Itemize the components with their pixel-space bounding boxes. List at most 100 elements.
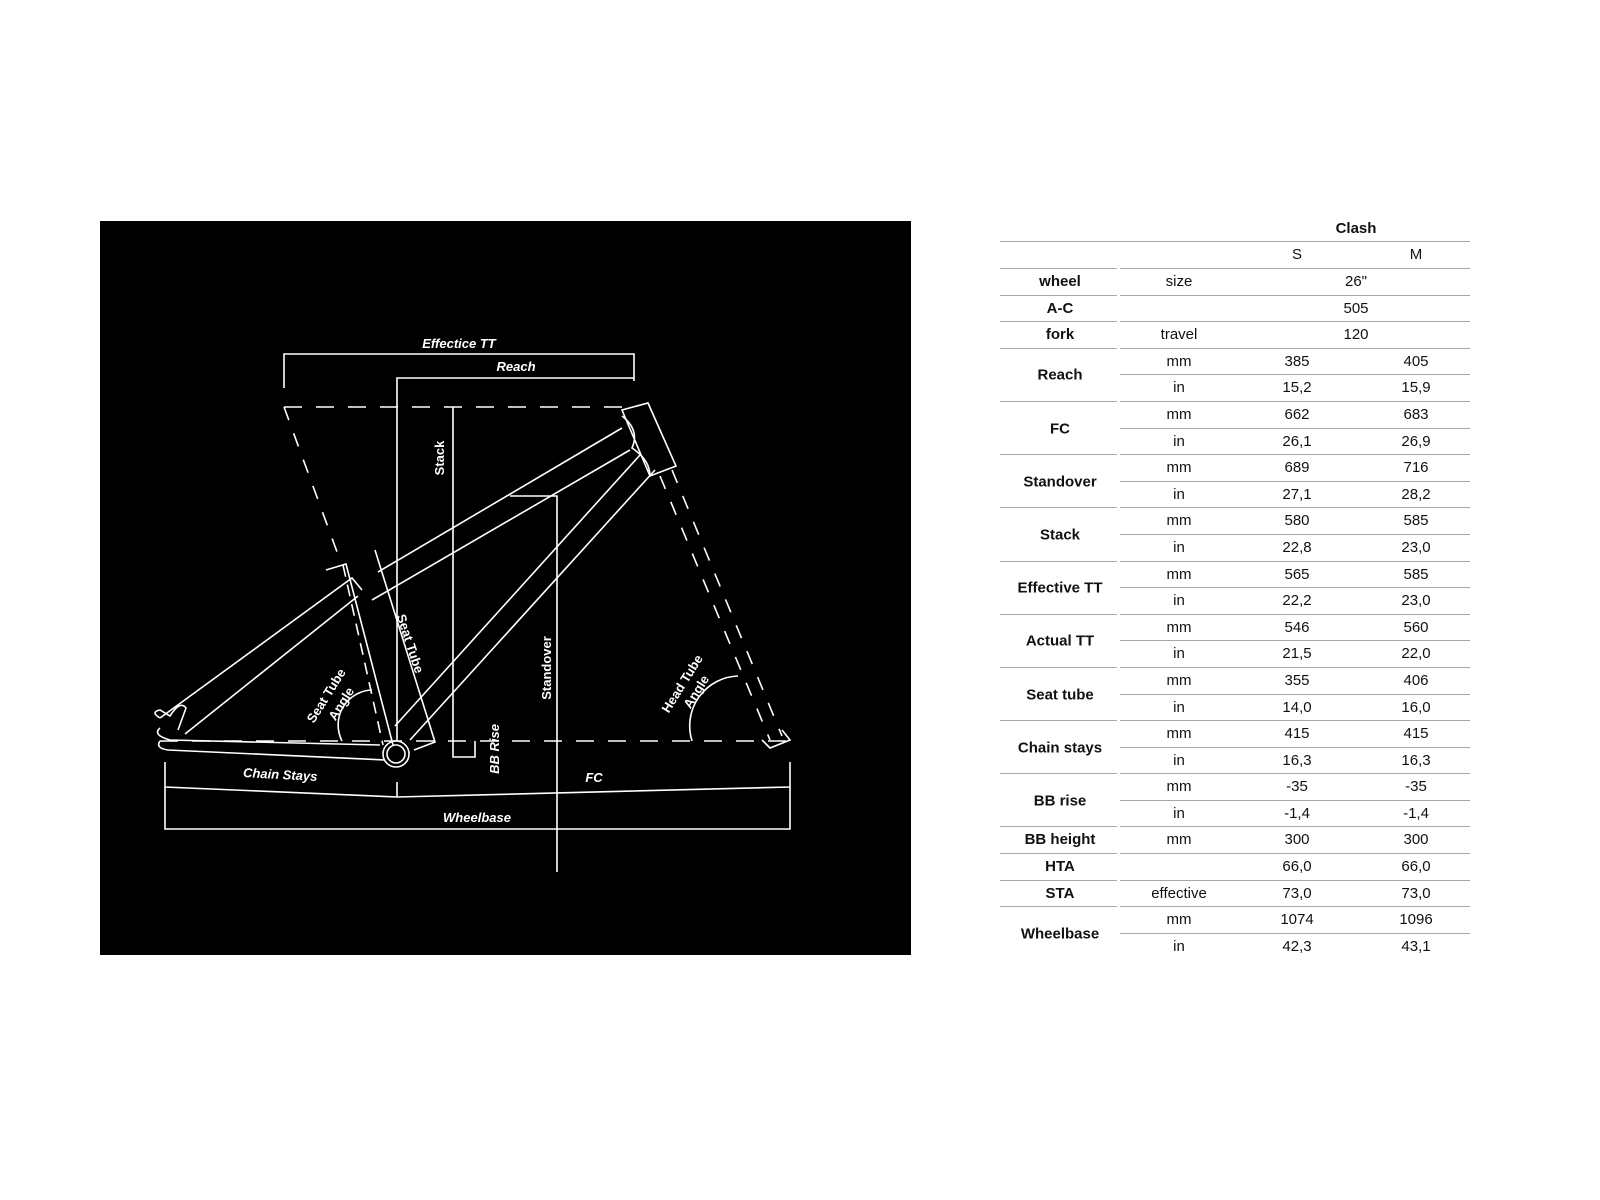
- reach-dimension-line: [396, 377, 634, 741]
- seat-angle-dashed-line: [283, 406, 341, 561]
- size-m-value: -35: [1405, 778, 1427, 796]
- size-s-value: 580: [1284, 512, 1310, 530]
- size-m-value: 1096: [1399, 911, 1433, 929]
- param-label: Stack: [1039, 526, 1081, 544]
- table-header-model: Clash: [1000, 215, 1470, 242]
- table-row: in 22,8 23,0: [1000, 533, 1470, 561]
- param-label: Chain stays: [1017, 739, 1103, 757]
- size-s-value: 22,8: [1282, 538, 1312, 556]
- table-row: mm -35 -35: [1000, 773, 1470, 800]
- label-reach: Reach: [496, 359, 535, 374]
- size-s-value: 546: [1284, 618, 1310, 636]
- size-s-value: 565: [1284, 565, 1310, 583]
- size-s-value: -35: [1286, 778, 1308, 796]
- table-row: in 14,0 16,0: [1000, 693, 1470, 721]
- size-s-header: S: [1291, 246, 1303, 263]
- unit-cell: mm: [1166, 725, 1192, 743]
- unit-cell: in: [1173, 538, 1185, 556]
- seat-tube-left: [325, 562, 394, 746]
- param-label: Wheelbase: [1020, 925, 1100, 943]
- label-seat-tube: Seat Tube: [394, 612, 427, 675]
- unit-cell: mm: [1166, 405, 1192, 423]
- unit-cell: mm: [1166, 671, 1192, 689]
- param-label: BB height: [1024, 831, 1096, 849]
- size-m-value: 22,0: [1401, 645, 1431, 663]
- size-m-value: -1,4: [1403, 804, 1429, 822]
- param-label: Actual TT: [1025, 632, 1095, 650]
- size-m-value: 23,0: [1401, 538, 1431, 556]
- param-label: Standover: [1023, 473, 1097, 491]
- param-label: STA: [1045, 884, 1075, 902]
- down-tube-lower: [409, 469, 656, 741]
- head-angle-corner: [761, 729, 792, 749]
- size-m-value: 405: [1403, 352, 1429, 370]
- size-s-value: 385: [1284, 352, 1310, 370]
- head-tube-weld: [621, 415, 651, 477]
- param-label: HTA: [1045, 858, 1075, 876]
- size-m-value: 560: [1403, 618, 1429, 636]
- unit-cell: mm: [1166, 778, 1192, 796]
- size-m-value: 15,9: [1401, 379, 1431, 397]
- geometry-table: Clash S M wheel size 26" A-C 505 fork tr…: [1000, 215, 1470, 959]
- param-label: FC: [1050, 420, 1070, 438]
- unit-cell: in: [1173, 432, 1185, 450]
- size-s-value: 15,2: [1282, 379, 1312, 397]
- head-angle-dashed-line-2: [671, 469, 783, 737]
- label-standover: Standover: [539, 636, 554, 700]
- unit-cell: mm: [1166, 831, 1192, 849]
- dropout: [154, 704, 187, 731]
- down-tube-upper: [394, 454, 641, 727]
- head-angle-dashed-line-1: [659, 475, 771, 741]
- size-m-value: 406: [1403, 671, 1429, 689]
- size-s-value: 42,3: [1282, 937, 1312, 955]
- size-m-value: 300: [1403, 831, 1429, 849]
- table-row: in-1,4-1,4: [1000, 799, 1470, 827]
- label-stack: Stack: [432, 440, 447, 475]
- size-s-value: -1,4: [1284, 804, 1310, 822]
- geometry-diagram: Effectice TT Reach Stack Seat Tube Seat …: [100, 221, 911, 955]
- size-s-value: 14,0: [1282, 698, 1312, 716]
- chain-stay-upper: [156, 727, 381, 746]
- unit-cell: mm: [1166, 459, 1192, 477]
- param-label: Seat tube: [1026, 686, 1094, 703]
- wheelbase-dimension: [164, 787, 791, 830]
- size-s-value: 16,3: [1282, 751, 1312, 769]
- size-m-value: 23,0: [1401, 592, 1431, 610]
- unit-cell: in: [1173, 751, 1185, 769]
- table-row: mm 1074 1096: [1000, 906, 1470, 933]
- standover-dimension-line: [510, 495, 558, 872]
- size-m-header: M: [1409, 246, 1423, 263]
- size-m-value: 683: [1403, 405, 1429, 423]
- size-s-value: 1074: [1280, 911, 1314, 929]
- param-label: Reach: [1037, 366, 1083, 384]
- table-row-a-c: A-C 505: [1000, 294, 1470, 322]
- size-s-value: 662: [1284, 405, 1310, 423]
- size-s-value: 300: [1284, 831, 1310, 849]
- size-m-value: 66,0: [1401, 858, 1431, 876]
- seat-tube-angle-arc: [337, 689, 373, 742]
- unit-cell: mm: [1166, 911, 1192, 929]
- size-s-value: 22,2: [1282, 592, 1312, 610]
- size-m-value: 16,0: [1401, 698, 1431, 716]
- unit-cell: in: [1173, 698, 1185, 716]
- unit-cell: in: [1173, 485, 1185, 503]
- param-label: Effective TT: [1017, 579, 1103, 597]
